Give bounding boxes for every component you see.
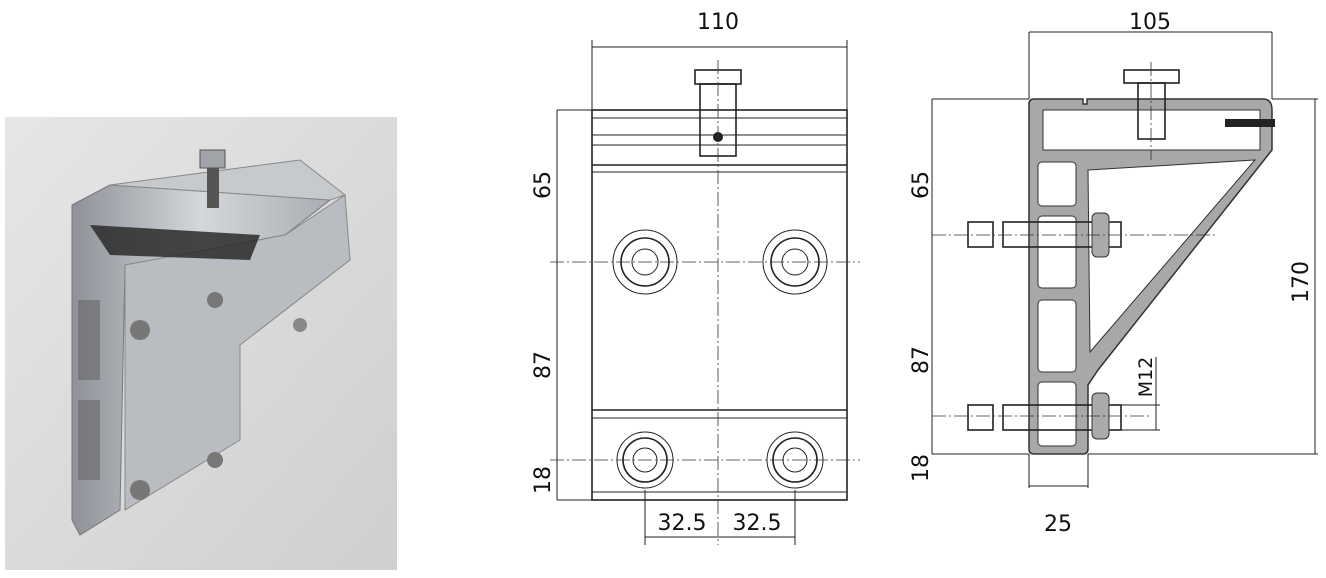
front-spacing-label-left: 32.5 [658,511,707,536]
thread-size-label: M12 [1135,357,1157,398]
front-height-label-middle: 87 [531,351,556,379]
side-total-height-label: 170 [1289,261,1314,303]
side-height-label-bottom: 18 [909,454,934,482]
bolts [967,212,1122,440]
side-view [931,31,1318,488]
side-leg-width-label: 25 [1044,512,1072,537]
front-height-label-top: 65 [531,171,556,199]
bolt-holes [612,229,828,489]
front-view [550,40,860,545]
front-spacing-label-right: 32.5 [733,511,782,536]
side-height-label-middle: 87 [909,346,934,374]
side-width-label: 105 [1129,10,1171,35]
side-height-label-top: 65 [909,171,934,199]
front-height-label-bottom: 18 [531,466,556,494]
product-photo [5,117,397,570]
front-width-label: 110 [697,10,739,35]
